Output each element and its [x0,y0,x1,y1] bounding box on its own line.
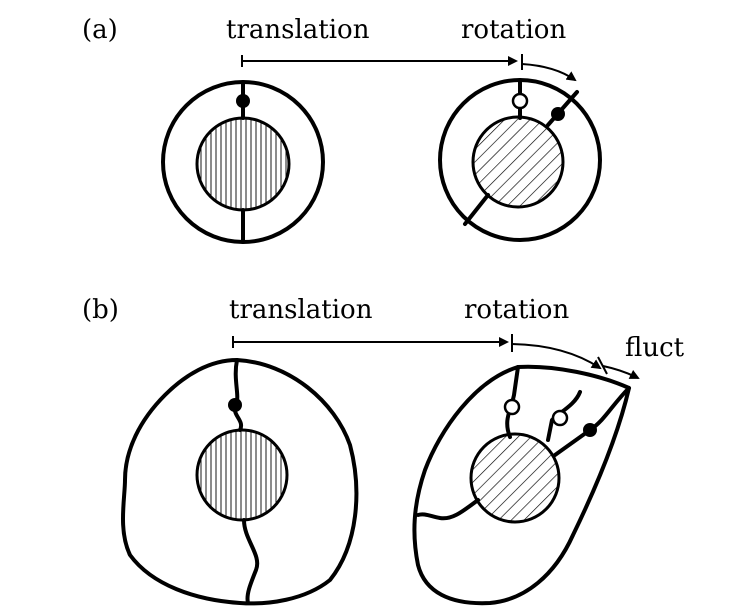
panel-b-label: (b) [82,295,119,325]
panel-b-translation-arrow [232,334,513,352]
panel-b-rotation-arrow [511,343,602,370]
panel-b-right-open-node-1 [503,398,521,416]
panel-b-right-core [469,432,561,524]
panel-b-left-top-link [232,358,244,432]
panel-a-right-core [471,115,565,209]
panel-b-right-open-node-2 [551,409,569,427]
panel-b-left-filled-node [228,398,242,412]
panel-b-fluct-arrow [597,356,640,379]
panel-b-right-filled-node [583,423,597,437]
panel-b-fluct-label: fluct [625,333,685,363]
panel-b-right-bottom-link [416,498,480,521]
panel-b-left-bottom-link [242,518,260,605]
panel-a-translation-arrow [241,54,523,70]
panel-a-translation-label: translation [226,15,370,45]
panel-a-right-filled-node [551,107,565,121]
panel-a-right-object [438,78,602,242]
panel-a-label: (a) [82,15,118,45]
panel-a-rotation-label: rotation [461,15,566,45]
panel-a-right-open-node [511,92,529,110]
panel-b-left-object [120,358,359,606]
panel-b: (b) translation rotation fluct [82,295,685,606]
panel-b-left-core [195,428,289,522]
panel-b-translation-label: translation [229,295,373,325]
panel-a-right-bottom-link [463,193,490,226]
panel-a: (a) translation rotation [82,15,602,244]
panel-a-right-diag-link [546,90,579,127]
panel-b-rotation-label: rotation [464,295,569,325]
panel-b-left-outer-boundary [120,358,359,606]
panel-a-rotation-arrow [521,63,577,82]
panel-a-left-filled-node [236,94,250,108]
panel-a-left-core [195,116,291,212]
panel-b-right-object [412,364,631,606]
panel-a-left-object [161,80,325,244]
